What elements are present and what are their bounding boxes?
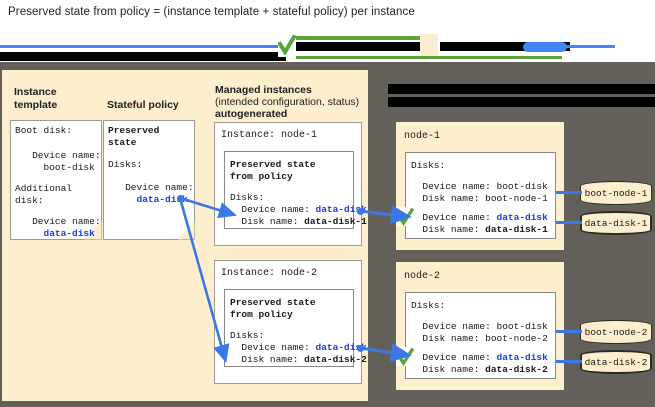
- disk-cylinder-data-disk-2: data-disk-2: [580, 350, 652, 374]
- stateful-policy-device-name-label: Device name:: [108, 182, 194, 193]
- preserved-state-device-row-node-2: Device name: data-disk: [230, 342, 367, 355]
- junction-dot-node-1: [357, 208, 364, 215]
- legend-redaction-left: [0, 52, 286, 61]
- disk-cylinder-label: data-disk-1: [584, 217, 648, 229]
- preserved-state-card-node-2: [224, 289, 354, 367]
- instance-template-boot-device-value: boot-disk: [15, 162, 95, 173]
- legend-green-rule-bottom: [296, 56, 562, 59]
- node-disks-label-node-2: Disks:: [411, 300, 446, 311]
- legend-cream-box-icon: [420, 34, 438, 56]
- nodes-header-redaction-line2: [388, 97, 655, 107]
- node-boot-device-node-1: Device name: boot-disk: [411, 181, 548, 192]
- node-boot-diskname-node-1: Disk name: boot-node-1: [411, 193, 548, 204]
- stateful-policy-title-line2: state: [108, 137, 137, 148]
- stateful-policy-disks-label: Disks:: [108, 159, 143, 170]
- node-boot-device-node-2: Device name: boot-disk: [411, 321, 548, 332]
- node-data-diskname-value-node-1: data-disk-1: [485, 224, 548, 235]
- junction-dot-stateful-policy: [177, 195, 184, 202]
- node-data-device-label-node-2: Device name:: [411, 352, 497, 363]
- node-data-diskname-row-node-2: Disk name: data-disk-2: [411, 364, 548, 377]
- connector-boot-node-2: [556, 330, 582, 333]
- node-disks-label-node-1: Disks:: [411, 160, 446, 171]
- managed-instance-title-node-1: Instance: node-1: [221, 130, 318, 141]
- instance-template-data-device-label: Device name:: [15, 216, 101, 227]
- managed-instances-heading-line2: (intended configuration, status): [215, 96, 360, 108]
- preserved-state-title1-node-2: Preserved state: [230, 297, 316, 308]
- stateful-policy-title-line1: Preserved: [108, 125, 160, 136]
- node-data-device-value-node-1: data-disk: [496, 212, 548, 223]
- card-fold-corner-inner: [177, 222, 194, 239]
- connector-data-disk-1: [556, 221, 582, 224]
- preserved-state-title1-node-1: Preserved state: [230, 159, 316, 170]
- preserved-state-device-label-node-2: Device name:: [230, 342, 316, 353]
- instance-template-data-device-value: data-disk: [15, 228, 95, 239]
- managed-instance-title-node-2: Instance: node-2: [221, 268, 318, 279]
- node-data-device-value-node-2: data-disk: [496, 352, 548, 363]
- instance-template-heading-line1: Instance: [14, 86, 57, 98]
- disk-cylinder-label: data-disk-2: [584, 356, 648, 368]
- preserved-state-diskname-row-node-2: Disk name: data-disk-2: [230, 354, 367, 367]
- connector-boot-node-1: [556, 191, 582, 194]
- page-title: Preserved state from policy = (instance …: [8, 6, 415, 18]
- preserved-state-diskname-label-node-2: Disk name:: [230, 354, 305, 365]
- preserved-state-device-value-node-1: data-disk: [315, 204, 367, 215]
- preserved-state-device-value-node-2: data-disk: [315, 342, 367, 353]
- legend-redaction-mid: [296, 42, 420, 51]
- legend-green-rule-top: [296, 36, 420, 40]
- node-data-diskname-label-node-2: Disk name:: [411, 364, 486, 375]
- legend-green-check-icon: [278, 33, 296, 57]
- preserved-state-card-node-1: [224, 151, 354, 229]
- preserved-state-title2-node-1: from policy: [230, 171, 293, 182]
- preserved-state-diskname-value-node-1: data-disk-1: [304, 216, 367, 227]
- stateful-policy-heading: Stateful policy: [107, 99, 179, 111]
- junction-dot-node-2: [357, 345, 364, 352]
- instance-template-boot-device-label: Device name:: [15, 150, 101, 161]
- disk-cylinder-boot-node-1: boot-node-1: [580, 181, 652, 205]
- instance-template-heading-line2: template: [14, 99, 58, 111]
- node-data-diskname-value-node-2: data-disk-2: [485, 364, 548, 375]
- node-title-node-1: node-1: [404, 131, 441, 142]
- node-title-node-2: node-2: [404, 271, 441, 282]
- node-disks-card-node-1: [405, 152, 556, 239]
- connector-data-disk-2: [556, 360, 582, 363]
- preserved-state-diskname-value-node-2: data-disk-2: [304, 354, 367, 365]
- node-data-device-label-node-1: Device name:: [411, 212, 497, 223]
- managed-instances-heading-line3: autogenerated: [215, 108, 288, 120]
- preserved-state-device-label-node-1: Device name:: [230, 204, 316, 215]
- preserved-state-disks-label-node-2: Disks:: [230, 330, 265, 341]
- preserved-state-title2-node-2: from policy: [230, 309, 293, 320]
- legend-blue-rule-right: [560, 45, 615, 48]
- instance-template-card: [10, 120, 102, 240]
- node-boot-diskname-node-2: Disk name: boot-node-2: [411, 333, 548, 344]
- instance-template-boot-label: Boot disk:: [15, 125, 73, 136]
- green-check-icon-node-2: [396, 347, 415, 366]
- instance-template-additional-label1: Additional: [15, 183, 73, 194]
- instance-template-additional-label2: disk:: [15, 195, 44, 206]
- stateful-policy-device-name-value: data-disk: [108, 194, 188, 205]
- disk-cylinder-boot-node-2: boot-node-2: [580, 320, 652, 344]
- disk-cylinder-label: boot-node-2: [584, 326, 648, 338]
- nodes-header-redaction-line1: [388, 84, 655, 94]
- card-fold-corner-inner: [84, 222, 101, 239]
- preserved-state-diskname-label-node-1: Disk name:: [230, 216, 305, 227]
- legend-blue-arrow-icon: [523, 42, 567, 52]
- preserved-state-diskname-row-node-1: Disk name: data-disk-1: [230, 216, 367, 229]
- node-data-device-row-node-2: Device name: data-disk: [411, 352, 548, 365]
- node-data-diskname-row-node-1: Disk name: data-disk-1: [411, 224, 548, 237]
- disk-cylinder-data-disk-1: data-disk-1: [580, 211, 652, 235]
- legend-redaction-right: [440, 42, 570, 51]
- node-data-device-row-node-1: Device name: data-disk: [411, 212, 548, 225]
- managed-instances-heading-line1: Managed instances: [215, 84, 312, 96]
- preserved-state-disks-label-node-1: Disks:: [230, 192, 265, 203]
- node-disks-card-node-2: [405, 292, 556, 379]
- legend-band: [0, 31, 655, 62]
- green-check-icon-node-1: [396, 207, 415, 226]
- node-data-diskname-label-node-1: Disk name:: [411, 224, 486, 235]
- preserved-state-device-row-node-1: Device name: data-disk: [230, 204, 367, 217]
- legend-blue-rule: [0, 45, 286, 48]
- disk-cylinder-label: boot-node-1: [584, 187, 648, 199]
